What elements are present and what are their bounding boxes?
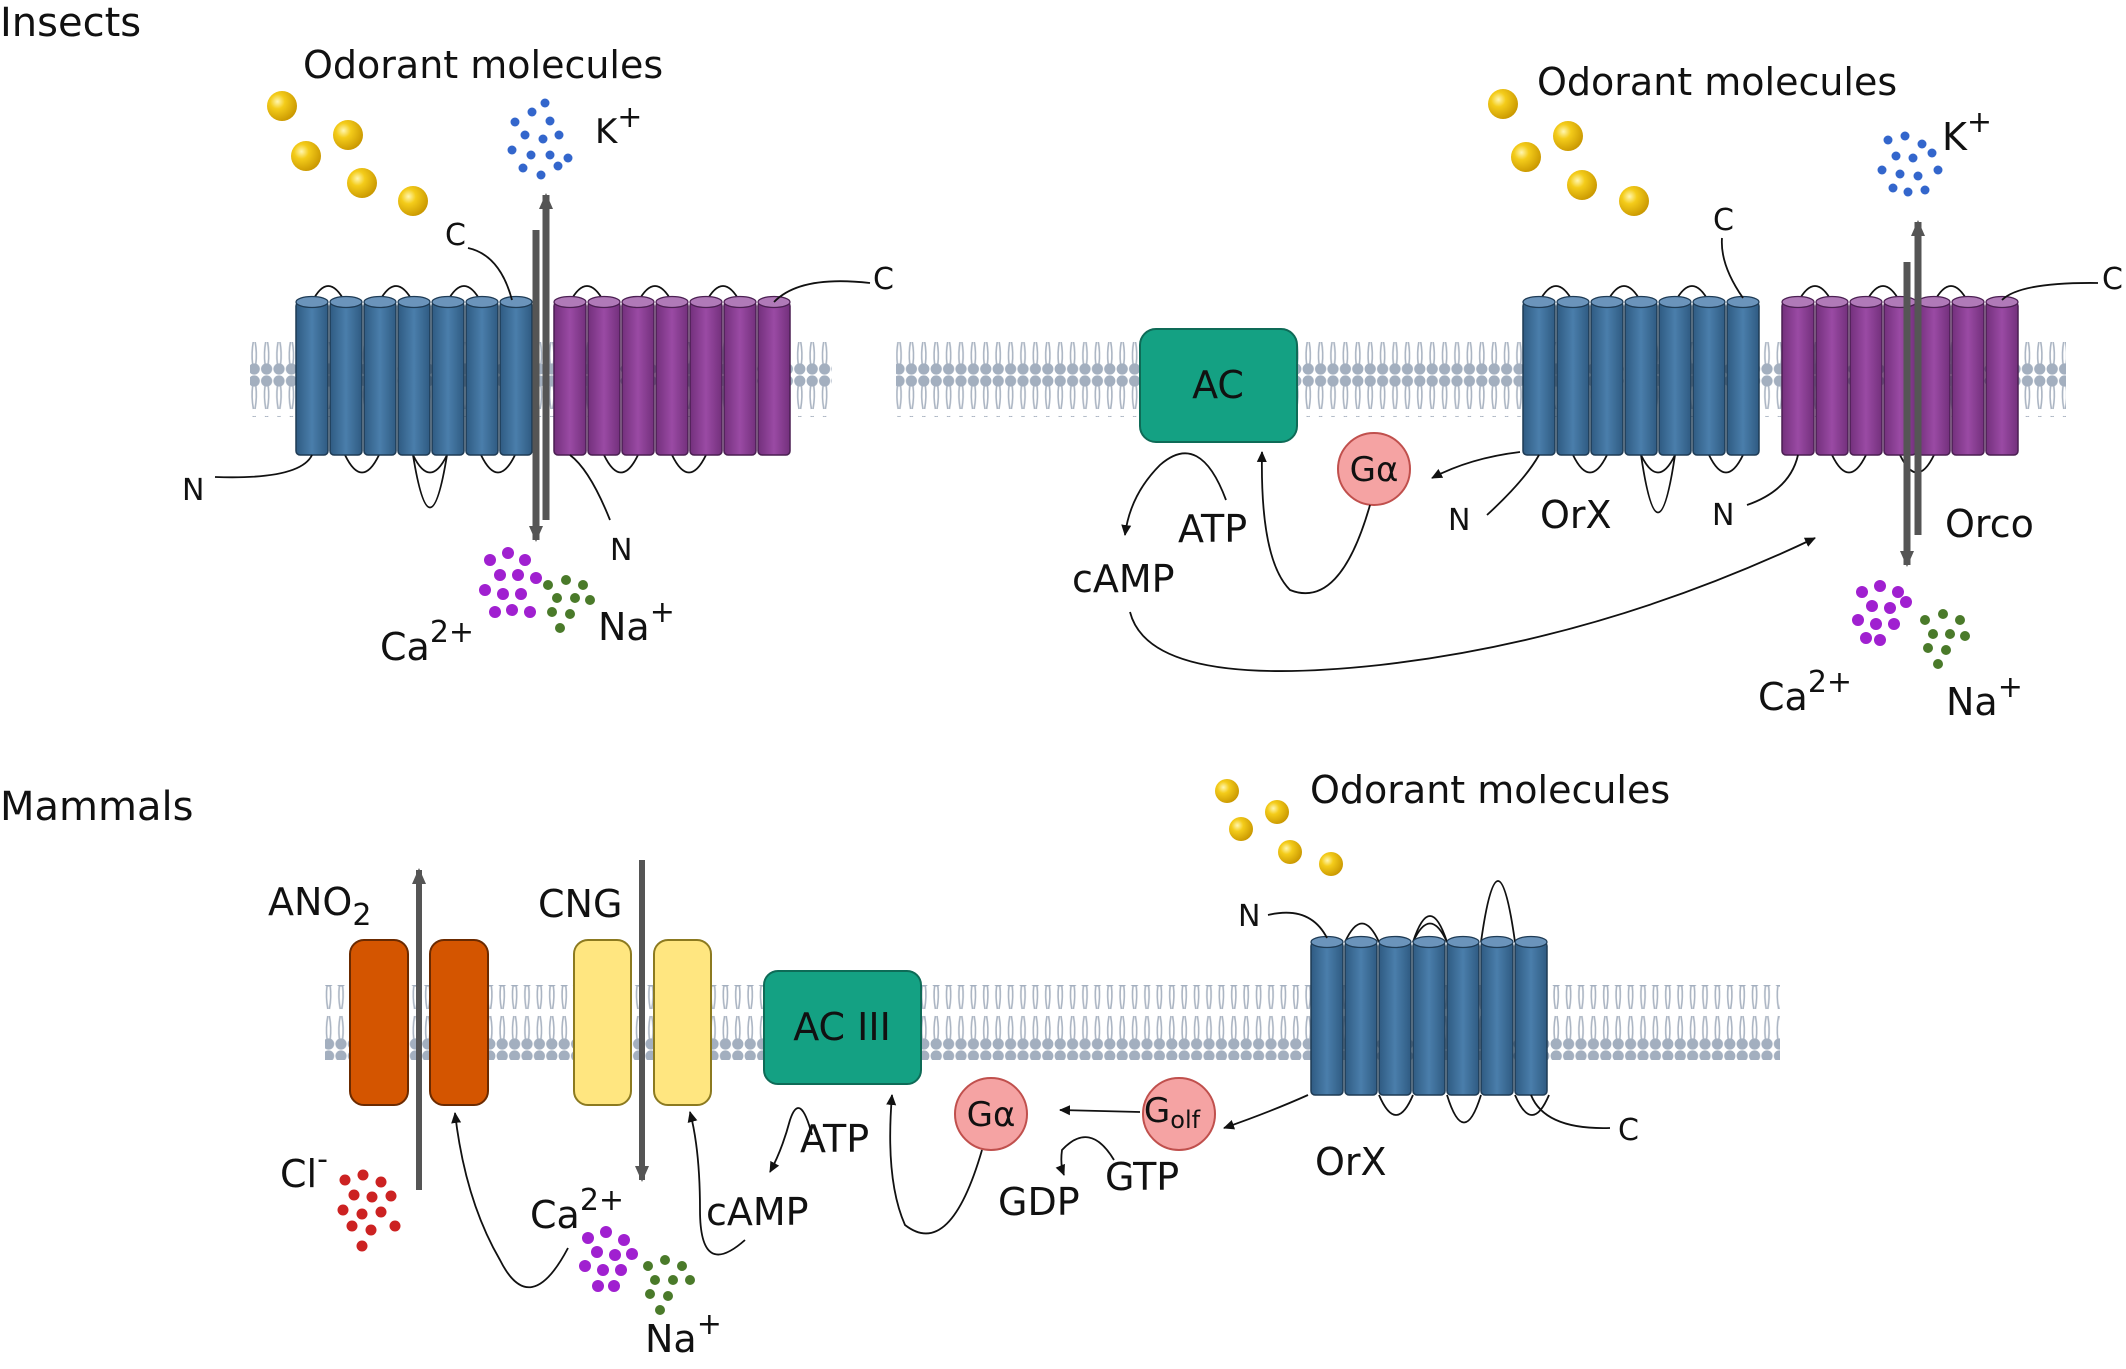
n-terminus-line-left-1	[214, 454, 313, 479]
na-ions-left	[543, 575, 595, 633]
orco-receptor-right	[1781, 285, 2019, 474]
camp-label-mammals: cAMP	[706, 1190, 809, 1234]
c-terminus-line-left-1	[467, 247, 513, 301]
g-olf	[1142, 1077, 1216, 1151]
odorant-group-mammals	[1215, 779, 1343, 876]
orco-label: Orco	[1945, 502, 2034, 546]
ca-ions-right	[1852, 580, 1912, 646]
ca-label-left: Ca2+	[380, 615, 474, 669]
c-label-right-2: C	[2102, 262, 2123, 297]
section-title-insects: Insects	[0, 0, 141, 46]
adenylyl-cyclase-insects	[1139, 328, 1298, 443]
cl-label: Cl-	[280, 1142, 328, 1196]
camp-label-insects: cAMP	[1072, 557, 1175, 601]
ac3-label: AC III	[793, 1005, 891, 1049]
gdp-label: GDP	[998, 1180, 1080, 1224]
na-label-right: Na+	[1946, 670, 2023, 724]
c-terminus-line-left-2	[773, 280, 871, 303]
n-label-left-2: N	[610, 533, 632, 568]
c-terminus-line-right-1	[1720, 237, 1744, 299]
odorant-group-left	[267, 91, 428, 216]
n-label-mammals: N	[1238, 899, 1260, 934]
atp-to-camp-arrow-mammals	[769, 1107, 813, 1173]
k-ions-left	[507, 98, 573, 180]
cng-channel	[573, 939, 712, 1106]
c-terminus-line-mammals	[1530, 1094, 1611, 1129]
ca-ions-mammals	[579, 1226, 638, 1292]
orx-receptor-mammals	[1310, 880, 1550, 1124]
na-label-left: Na+	[598, 595, 675, 649]
golf-to-galpha-arrow	[1059, 1105, 1141, 1116]
odorant-group-right	[1488, 89, 1649, 216]
c-label-left-2: C	[873, 262, 894, 297]
c-label-right-1: C	[1713, 203, 1734, 238]
atp-label-mammals: ATP	[800, 1117, 869, 1161]
membrane-mammals	[325, 985, 1780, 1060]
g-alpha-insects	[1337, 432, 1411, 506]
atp-label-insects: ATP	[1178, 507, 1247, 551]
n-terminus-line-mammals	[1267, 911, 1328, 939]
atp-to-camp-arrow	[1121, 452, 1227, 536]
g-alpha-mammals	[954, 1077, 1028, 1151]
ca-label-right: Ca2+	[1758, 665, 1852, 719]
n-label-right-2: N	[1712, 498, 1734, 533]
orx-receptor-left	[295, 285, 533, 509]
n-label-left-1: N	[182, 473, 204, 508]
na-label-mammals: Na+	[645, 1307, 722, 1361]
ac-label-insects: AC	[1192, 363, 1244, 407]
orx-receptor-right	[1522, 285, 1760, 514]
odorant-label-right: Odorant molecules	[1537, 60, 1897, 104]
c-label-mammals: C	[1618, 1113, 1639, 1148]
orco-receptor-left	[553, 285, 791, 474]
c-terminus-line-right-2	[2001, 282, 2099, 301]
odorant-label-mammals: Odorant molecules	[1310, 768, 1670, 812]
n-terminus-line-right-1	[1486, 454, 1540, 516]
gtp-to-gdp-arrow	[1055, 1136, 1115, 1176]
k-label-left: K+	[595, 100, 642, 152]
cng-label: CNG	[538, 882, 622, 926]
camp-to-orco-arrow	[1129, 537, 1816, 672]
camp-to-cng-arrow	[687, 1111, 746, 1256]
orx-label-mammals: OrX	[1315, 1140, 1387, 1184]
section-title-mammals: Mammals	[0, 784, 193, 830]
orx-to-golf-arrow	[1223, 1094, 1309, 1130]
na-ions-right	[1920, 609, 1970, 669]
na-ions-mammals	[643, 1255, 695, 1315]
ca-ions-left	[479, 547, 542, 618]
galpha-to-ac-arrow	[1256, 451, 1371, 595]
ano2-label: ANO2	[268, 880, 371, 933]
adenylyl-cyclase-iii	[763, 970, 922, 1085]
k-ions-right	[1877, 131, 1943, 197]
k-label-right: K+	[1942, 105, 1992, 159]
g-alpha-label-insects: Gα	[1350, 450, 1399, 490]
g-alpha-label-mammals: Gα	[967, 1095, 1016, 1135]
cl-ions	[337, 1169, 401, 1252]
ano2-channel	[349, 939, 489, 1106]
n-label-right-1: N	[1448, 503, 1470, 538]
g-olf-label: Golf	[1144, 1091, 1201, 1134]
orx-label-insects: OrX	[1540, 493, 1612, 537]
galpha-to-ac3-arrow	[886, 1094, 983, 1235]
odorant-label-left: Odorant molecules	[303, 43, 663, 87]
n-terminus-line-right-2	[1746, 454, 1799, 506]
n-terminus-line-left-2	[569, 454, 611, 521]
c-label-left-1: C	[445, 218, 466, 253]
orx-to-galpha-arrow	[1431, 451, 1521, 479]
gtp-label: GTP	[1105, 1155, 1179, 1199]
ca-to-ano2-arrow	[451, 1112, 569, 1288]
ca-label-mammals: Ca2+	[530, 1183, 624, 1237]
